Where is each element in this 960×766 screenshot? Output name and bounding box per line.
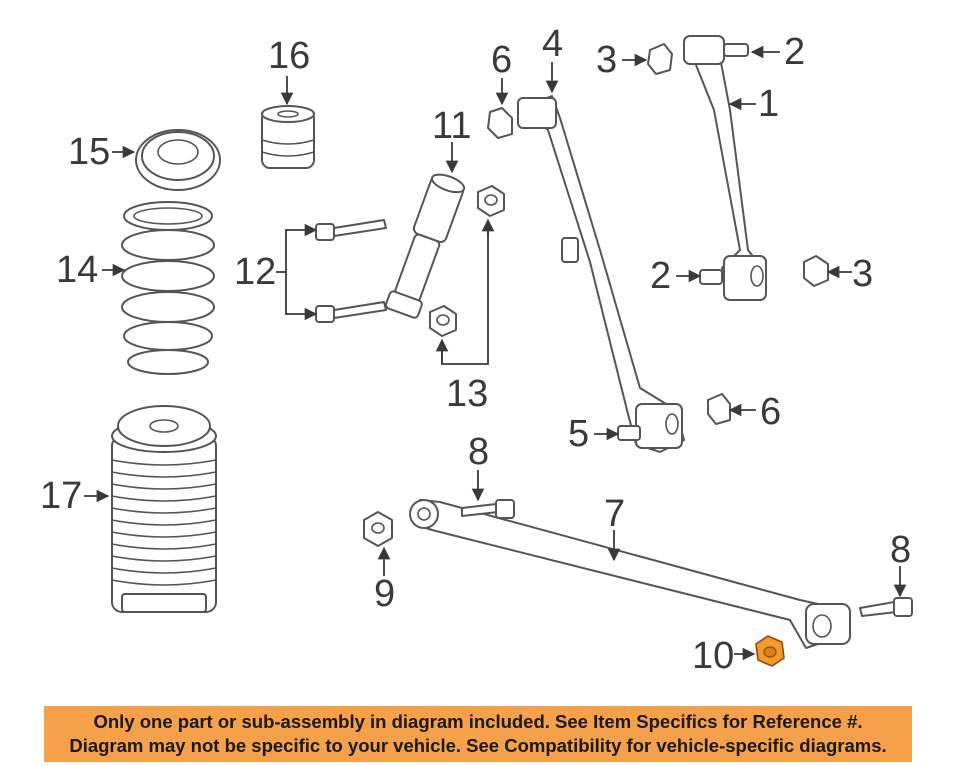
callout-5: 5 xyxy=(568,413,589,455)
part-17-air-spring xyxy=(111,405,217,613)
callout-labels: 16 15 14 17 11 12 13 6 4 3 2 1 2 3 5 6 7… xyxy=(40,23,911,677)
disclaimer-line-1: Only one part or sub-assembly in diagram… xyxy=(93,711,863,732)
part-15-spring-seat xyxy=(135,129,221,191)
part-12-bolts xyxy=(315,219,387,323)
part-2-bolts xyxy=(699,43,749,285)
callout-6b: 6 xyxy=(760,391,781,433)
disclaimer-line-2: Diagram may not be specific to your vehi… xyxy=(69,735,887,756)
callout-15: 15 xyxy=(68,131,110,173)
callout-6a: 6 xyxy=(491,39,512,81)
callout-17: 17 xyxy=(40,475,82,517)
part-10-nut-highlighted xyxy=(755,635,785,667)
part-14-coil-spring xyxy=(121,201,215,375)
part-1-control-arm xyxy=(683,35,767,301)
part-11-shock-absorber xyxy=(384,173,466,319)
callout-2a: 2 xyxy=(784,31,805,73)
leader-lines xyxy=(84,45,907,661)
part-4-control-arm xyxy=(517,95,685,453)
part-3-nuts xyxy=(647,43,829,287)
callout-8a: 8 xyxy=(468,431,489,473)
part-5-bolt xyxy=(617,425,641,441)
part-8-bolts xyxy=(461,499,913,617)
callout-7: 7 xyxy=(604,493,625,535)
part-6-nuts xyxy=(487,107,731,425)
suspension-parts-diagram: 16 15 14 17 11 12 13 6 4 3 2 1 2 3 5 6 7… xyxy=(40,23,913,677)
callout-1: 1 xyxy=(758,83,779,125)
callout-3b: 3 xyxy=(852,253,873,295)
part-16-bump-stop xyxy=(261,105,315,169)
callout-11: 11 xyxy=(432,105,471,147)
callout-14: 14 xyxy=(56,249,98,291)
callout-4: 4 xyxy=(542,23,563,65)
callout-3a: 3 xyxy=(596,39,617,81)
callout-2b: 2 xyxy=(650,255,671,297)
callout-13: 13 xyxy=(446,373,488,415)
callout-16: 16 xyxy=(268,35,310,77)
part-9-nut xyxy=(363,511,393,547)
disclaimer-banner: Only one part or sub-assembly in diagram… xyxy=(44,706,912,762)
part-13-nuts xyxy=(429,185,505,337)
part-7-track-bar xyxy=(409,499,851,649)
callout-10: 10 xyxy=(692,635,734,677)
callout-9: 9 xyxy=(374,573,395,615)
callout-12: 12 xyxy=(234,251,276,293)
callout-8b: 8 xyxy=(890,529,911,571)
